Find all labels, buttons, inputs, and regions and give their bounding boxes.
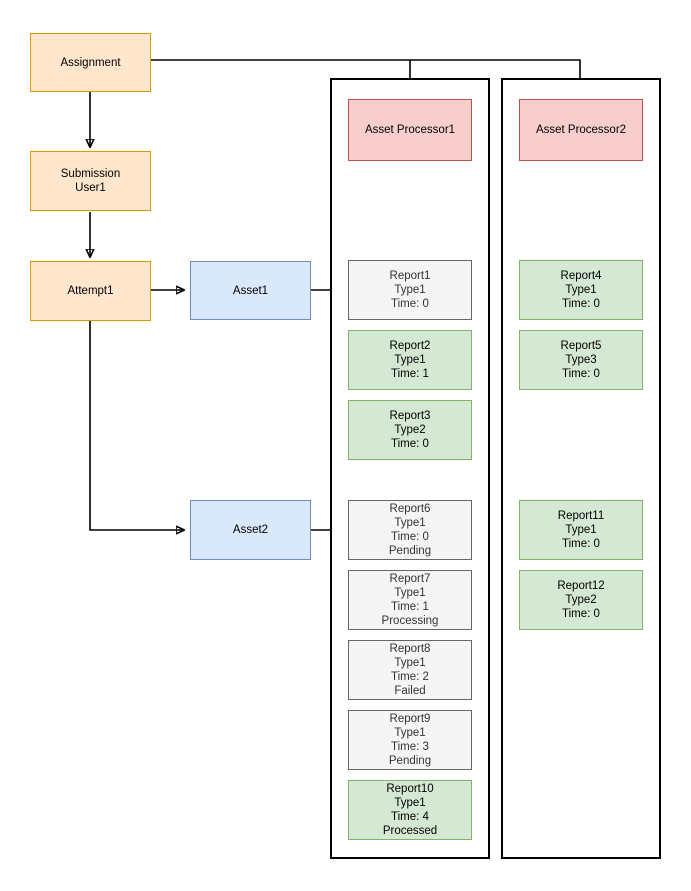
report-name: Report11 bbox=[557, 510, 605, 522]
report-card[interactable]: Report6 Type1 Time: 0 Pending bbox=[348, 500, 472, 560]
report-type: Type2 bbox=[565, 594, 597, 606]
report-card[interactable]: Report4 Type1 Time: 0 bbox=[519, 260, 643, 320]
report-type: Type3 bbox=[565, 354, 597, 366]
report-status: Processed bbox=[382, 825, 438, 837]
report-type: Type1 bbox=[394, 284, 426, 296]
report-status: Processing bbox=[381, 615, 439, 627]
submission-node[interactable]: Submission User1 bbox=[30, 151, 151, 211]
report-name: Report9 bbox=[389, 713, 431, 725]
asset-processor-1-header[interactable]: Asset Processor1 bbox=[348, 99, 472, 161]
report-name: Report3 bbox=[389, 410, 431, 422]
report-time: Time: 0 bbox=[391, 298, 429, 310]
report-type: Type1 bbox=[394, 587, 426, 599]
asset1-label: Asset1 bbox=[232, 284, 269, 297]
assignment-node[interactable]: Assignment bbox=[30, 33, 151, 92]
report-time: Time: 1 bbox=[391, 368, 429, 380]
asset-processor-2-container bbox=[501, 78, 661, 859]
edge-attempt-to-asset2 bbox=[89, 321, 184, 530]
report-type: Type1 bbox=[565, 284, 597, 296]
asset-processor-2-label: Asset Processor2 bbox=[535, 124, 627, 136]
report-card[interactable]: Report2 Type1 Time: 1 bbox=[348, 330, 472, 390]
report-name: Report6 bbox=[389, 503, 431, 515]
submission-label-line2: User1 bbox=[75, 182, 106, 194]
report-type: Type1 bbox=[565, 524, 597, 536]
asset-processor-2-header[interactable]: Asset Processor2 bbox=[519, 99, 643, 161]
report-name: Report8 bbox=[389, 643, 431, 655]
report-name: Report7 bbox=[389, 573, 431, 585]
report-time: Time: 1 bbox=[391, 601, 429, 613]
report-name: Report5 bbox=[560, 340, 602, 352]
submission-label-line1: Submission bbox=[60, 168, 121, 180]
report-card[interactable]: Report1 Type1 Time: 0 bbox=[348, 260, 472, 320]
report-type: Type1 bbox=[394, 354, 426, 366]
report-type: Type1 bbox=[394, 657, 426, 669]
report-type: Type1 bbox=[394, 517, 426, 529]
report-card[interactable]: Report8 Type1 Time: 2 Failed bbox=[348, 640, 472, 700]
report-time: Time: 2 bbox=[391, 671, 429, 683]
report-status: Failed bbox=[394, 685, 426, 697]
report-name: Report4 bbox=[560, 270, 602, 282]
report-card[interactable]: Report9 Type1 Time: 3 Pending bbox=[348, 710, 472, 770]
report-name: Report1 bbox=[389, 270, 431, 282]
report-time: Time: 0 bbox=[562, 298, 600, 310]
report-card[interactable]: Report3 Type2 Time: 0 bbox=[348, 400, 472, 460]
report-name: Report10 bbox=[386, 783, 434, 795]
report-name: Report12 bbox=[557, 580, 605, 592]
assignment-label: Assignment bbox=[60, 56, 121, 69]
report-card[interactable]: Report5 Type3 Time: 0 bbox=[519, 330, 643, 390]
report-type: Type1 bbox=[394, 797, 426, 809]
report-time: Time: 0 bbox=[562, 368, 600, 380]
report-status: Pending bbox=[388, 545, 432, 557]
report-card[interactable]: Report10 Type1 Time: 4 Processed bbox=[348, 780, 472, 840]
report-time: Time: 4 bbox=[391, 811, 429, 823]
report-card[interactable]: Report11 Type1 Time: 0 bbox=[519, 500, 643, 560]
report-time: Time: 0 bbox=[562, 608, 600, 620]
asset1-node[interactable]: Asset1 bbox=[190, 261, 311, 320]
attempt-node[interactable]: Attempt1 bbox=[30, 261, 151, 321]
report-type: Type2 bbox=[394, 424, 426, 436]
report-time: Time: 0 bbox=[391, 438, 429, 450]
report-card[interactable]: Report7 Type1 Time: 1 Processing bbox=[348, 570, 472, 630]
asset-processor-1-label: Asset Processor1 bbox=[364, 124, 456, 136]
report-time: Time: 0 bbox=[562, 538, 600, 550]
report-time: Time: 0 bbox=[391, 531, 429, 543]
report-name: Report2 bbox=[389, 340, 431, 352]
asset2-label: Asset2 bbox=[232, 524, 269, 536]
report-card[interactable]: Report12 Type2 Time: 0 bbox=[519, 570, 643, 630]
report-type: Type1 bbox=[394, 727, 426, 739]
report-time: Time: 3 bbox=[391, 741, 429, 753]
attempt-label: Attempt1 bbox=[67, 285, 114, 297]
asset2-node[interactable]: Asset2 bbox=[190, 500, 311, 560]
report-status: Pending bbox=[388, 755, 432, 767]
